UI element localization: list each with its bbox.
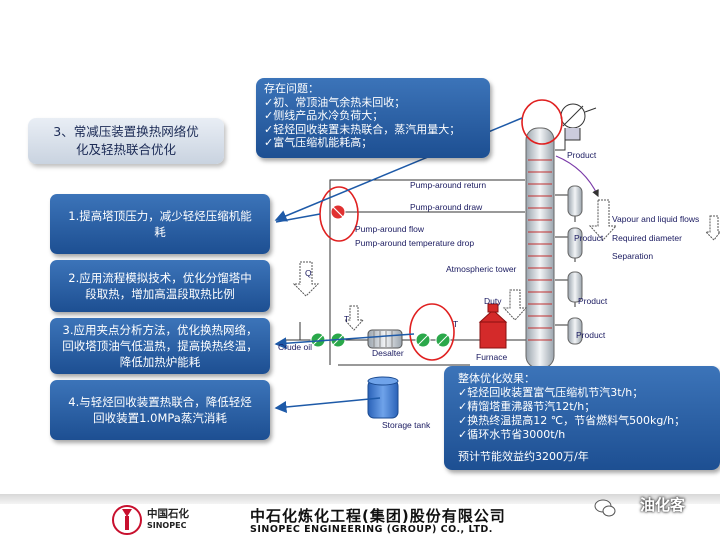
pump-around-flow-label: Pump-around flow [355,224,425,234]
measure-3-line-1: 3.应用夹点分析方法，优化换热网络， [62,323,258,337]
furnace-label: Furnace [476,352,507,362]
duty-arrows [292,199,720,331]
effect-item: ✓轻烃回收装置富气压缩机节汽3t/h； [458,386,644,399]
measure-4-line-1: 4.与轻烃回收装置热联合，降低轻烃 [68,395,252,409]
measure-4-line-2: 回收装置1.0MPa蒸汽消耗 [93,411,227,425]
measure-1-line-1: 1.提高塔顶压力，减少轻烃压缩机能 [68,209,252,223]
section-title-line-1: 3、常减压装置换热网络优 [53,124,199,139]
effect-item: ✓循环水节省3000t/h [458,428,566,441]
measure-3-line-2: 回收塔顶油气低温热，提高换热终温， [62,339,258,353]
preheat-exchangers [310,332,451,348]
measure-box-3: 3.应用夹点分析方法，优化换热网络， 回收塔顶油气低温热，提高换热终温， 降低加… [50,318,270,374]
pump-around-return-label: Pump-around return [410,180,486,190]
t-label-1: T [344,314,349,324]
issues-box: 存在问题： ✓初、常顶油气余热未回收； ✓侧线产品水冷负荷大； ✓轻烃回收装置未… [256,78,490,158]
section-title-box: 3、常减压装置换热网络优 化及轻热联合优化 [28,118,224,164]
measure-2-line-2: 段取热，增加高温段取热比例 [85,287,235,301]
furnace [478,303,508,349]
sinopec-logo-icon [112,505,142,535]
vapour-flow-arrow [555,155,599,198]
product-1-label: Product [574,233,604,243]
issue-item: ✓侧线产品水冷负荷大； [264,109,384,123]
atmospheric-tower-label: Atmospheric tower [446,264,517,274]
product-2-label: Product [578,296,608,306]
side-strippers [567,185,583,345]
section-title-line-2: 化及轻热联合优化 [75,142,176,157]
logo-english: SINOPEC [147,521,187,530]
desalter [367,329,403,349]
company-name-chinese: 中石化炼化工程(集团)股份有限公司 [250,507,506,525]
storage-tank-label: Storage tank [382,420,431,430]
measure-3-line-3: 降低加热炉能耗 [119,355,201,369]
issues-heading: 存在问题： [264,82,319,95]
effect-item: ✓精馏塔重沸器节汽12t/h； [458,400,596,413]
t-label-2: T [453,319,458,329]
annual-saving: 预计节能效益约3200万/年 [458,450,589,463]
footer-band [0,494,720,504]
overhead-condenser [560,103,597,141]
storage-tank [367,376,399,419]
effects-box: 整体优化效果： ✓轻烃回收装置富气压缩机节汽3t/h； ✓精馏塔重沸器节汽12t… [444,366,720,470]
pump-around-temp-drop-label: Pump-around temperature drop [355,238,474,248]
issue-item: ✓轻烃回收装置未热联合，蒸汽用量大； [264,122,461,136]
separation-label: Separation [612,251,653,261]
measure-box-4: 4.与轻烃回收装置热联合，降低轻烃 回收装置1.0MPa蒸汽消耗 [50,380,270,440]
atmospheric-tower [525,127,555,369]
q-label: Q [305,268,312,278]
desalter-label: Desalter [372,348,404,358]
wechat-account-name: 油化客 [640,496,686,514]
product-3-label: Product [576,330,606,340]
company-name-english: SINOPEC ENGINEERING (GROUP) CO., LTD. [250,524,493,535]
issue-item: ✓富气压缩机能耗高； [264,136,373,150]
measure-2-line-1: 2.应用流程模拟技术，优化分馏塔中 [68,271,252,285]
pump-around-exchanger [330,204,346,220]
required-diameter-label: Required diameter [612,233,682,243]
measure-box-2: 2.应用流程模拟技术，优化分馏塔中 段取热，增加高温段取热比例 [50,260,270,312]
pump-around-return-line [329,179,525,365]
vapour-liquid-flows-label: Vapour and liquid flows [612,214,699,224]
crude-oil-label: Crude oil [278,342,312,352]
effect-item: ✓换热终温提高12 ℃，节省燃料气500kg/h； [458,414,686,427]
measure-1-line-2: 耗 [154,225,166,239]
wechat-icon [594,499,616,517]
measure-box-1: 1.提高塔顶压力，减少轻烃压缩机能 耗 [50,194,270,254]
product-top-label: Product [567,150,597,160]
pump-around-draw-label: Pump-around draw [410,202,483,212]
issue-item: ✓初、常顶油气余热未回收； [264,95,406,109]
duty-label: Duty [484,296,502,306]
effects-heading: 整体优化效果： [458,372,535,385]
logo-chinese: 中国石化 [147,508,189,520]
